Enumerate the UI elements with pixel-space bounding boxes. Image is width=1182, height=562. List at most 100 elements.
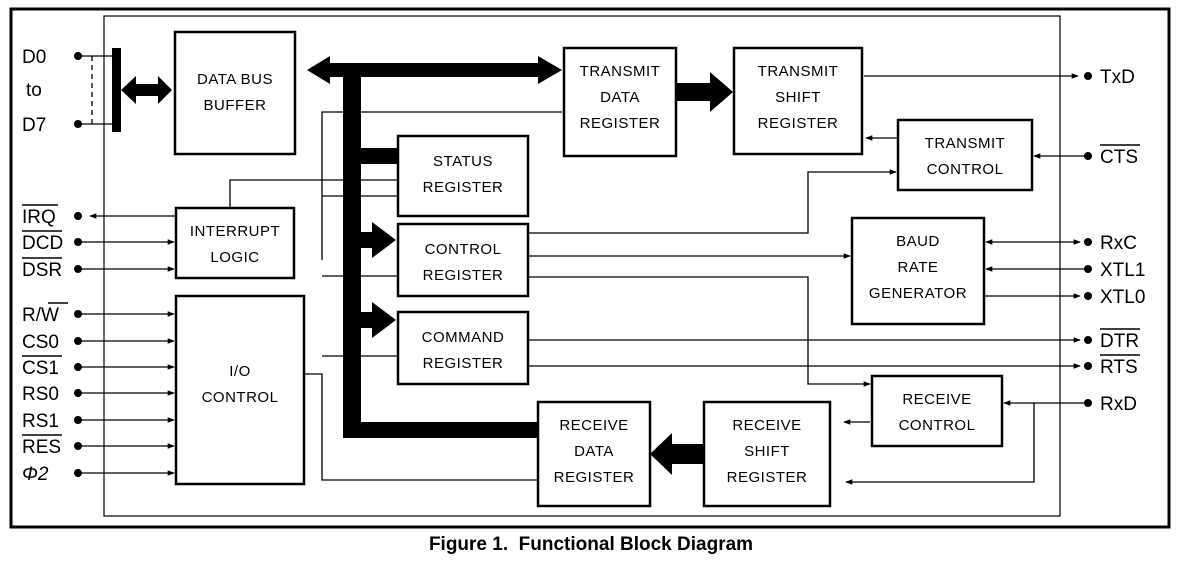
rs0-pin-dot	[74, 389, 82, 397]
tc-label-2: CONTROL	[927, 161, 1004, 178]
rs0-label: RS0	[22, 384, 59, 405]
receive-control-block: RECEIVE CONTROL	[870, 374, 1004, 448]
xtl0-label: XTL0	[1100, 287, 1145, 308]
transmit-shift-register-block: TRANSMIT SHIFT REGISTER	[732, 46, 864, 156]
status-line-1	[229, 179, 398, 212]
txd-label: TxD	[1100, 67, 1135, 88]
status-bus-stub	[361, 148, 398, 164]
receive-data-register-block: RECEIVE DATA REGISTER	[536, 400, 652, 508]
rts-label: RTS	[1100, 357, 1138, 378]
chip-boundary	[103, 15, 1061, 517]
main-bus-arrow	[307, 56, 562, 84]
data-bus-buffer-label-2: BUFFER	[204, 97, 267, 114]
rc-label-2: CONTROL	[899, 417, 976, 434]
command-register-label-2: REGISTER	[423, 355, 504, 372]
irq-label: IRQ	[22, 207, 56, 228]
dsr-label: DSR	[22, 260, 62, 281]
rxd-to-rsr-wire	[845, 403, 1035, 485]
tsr-label-3: REGISTER	[758, 115, 839, 132]
brg-label-1: BAUD	[896, 233, 940, 250]
rsr-label-1: RECEIVE	[732, 417, 801, 434]
right-pin-labels: TxD CTS RxC XTL1 XTL0 DTR RTS RxD	[1100, 67, 1145, 415]
rw-pin-dot	[74, 310, 82, 318]
d-bus-bar	[112, 48, 121, 132]
rxd-pin-dot	[1084, 399, 1092, 407]
io-to-bus-wire	[305, 373, 540, 481]
tdr-label-1: TRANSMIT	[580, 63, 661, 80]
command-register-block: COMMAND REGISTER	[396, 310, 530, 386]
tdr-label-3: REGISTER	[580, 115, 661, 132]
receive-bus	[343, 422, 537, 438]
status-register-label-1: STATUS	[433, 153, 493, 170]
xtl1-pin-dot	[1084, 265, 1092, 273]
rxc-label: RxC	[1100, 233, 1137, 254]
control-bus-arrow	[361, 222, 396, 258]
data-bus-buffer-label-1: DATA BUS	[197, 71, 273, 88]
internal-data-bus	[112, 48, 733, 475]
interrupt-logic-label-1: INTERRUPT	[190, 223, 280, 240]
dcd-pin-dot	[74, 238, 82, 246]
interrupt-logic-label-2: LOGIC	[210, 249, 259, 266]
brg-label-3: GENERATOR	[869, 285, 967, 302]
blocks: DATA BUS BUFFER TRANSMIT DATA REGISTER T…	[173, 30, 1034, 508]
rw-label: R/W	[22, 305, 59, 326]
dsr-pin-dot	[74, 265, 82, 273]
control-register-block: CONTROL REGISTER	[396, 222, 530, 298]
transmit-control-block: TRANSMIT CONTROL	[896, 118, 1034, 192]
receive-shift-register-block: RECEIVE SHIFT REGISTER	[702, 400, 832, 508]
tsr-label-1: TRANSMIT	[758, 63, 839, 80]
control-register-label-2: REGISTER	[423, 267, 504, 284]
rw-label-r: R/	[22, 305, 42, 326]
rw-label-w: W	[41, 305, 59, 326]
d0-pin-dot	[74, 52, 82, 60]
outer-frame	[9, 7, 1171, 529]
command-bus-arrow	[361, 302, 396, 338]
signal-wires	[78, 55, 1088, 485]
status-register-label-2: REGISTER	[423, 179, 504, 196]
cts-label: CTS	[1100, 147, 1138, 168]
status-register-block: STATUS REGISTER	[396, 134, 530, 218]
rsr-label-3: REGISTER	[727, 469, 808, 486]
left-pin-labels: D0 to D7 IRQ DCD DSR R/W CS0 CS1 RS0 RS1…	[22, 47, 68, 485]
tdr-label-2: DATA	[600, 89, 640, 106]
rsr-to-rdr-arrow	[650, 433, 703, 475]
phi2-pin-dot	[74, 469, 82, 477]
rts-pin-dot	[1084, 362, 1092, 370]
tsr-label-2: SHIFT	[775, 89, 821, 106]
cs0-pin-dot	[74, 337, 82, 345]
rs1-pin-dot	[74, 416, 82, 424]
vertical-bus	[343, 70, 361, 438]
phi2-label: Φ2	[22, 464, 49, 485]
tdr-to-tsr-arrow	[677, 72, 733, 112]
to-label: to	[26, 80, 42, 101]
cts-pin-dot	[1084, 152, 1092, 160]
io-control-label-2: CONTROL	[202, 389, 279, 406]
d7-label: D7	[22, 115, 46, 136]
cr-to-tc-wire	[528, 169, 897, 234]
rdr-label-3: REGISTER	[554, 469, 635, 486]
control-register-label-1: CONTROL	[425, 241, 502, 258]
cs1-label: CS1	[22, 358, 59, 379]
dcd-label: DCD	[22, 233, 63, 254]
d-bus-arrow	[121, 76, 172, 104]
cs0-label: CS0	[22, 332, 59, 353]
dbb-to-tdr-wire	[321, 111, 562, 260]
rxd-label: RxD	[1100, 394, 1137, 415]
txd-pin-dot	[1084, 72, 1092, 80]
res-pin-dot	[74, 442, 82, 450]
d7-pin-dot	[74, 120, 82, 128]
figure-caption: Figure 1. Functional Block Diagram	[429, 534, 753, 555]
rs1-label: RS1	[22, 411, 59, 432]
dtr-pin-dot	[1084, 336, 1092, 344]
rsr-label-2: SHIFT	[744, 443, 790, 460]
d0-label: D0	[22, 47, 46, 68]
interrupt-logic-block: INTERRUPT LOGIC	[174, 206, 296, 280]
rxc-pin-dot	[1084, 238, 1092, 246]
cs1-pin-dot	[74, 363, 82, 371]
tc-label-1: TRANSMIT	[925, 135, 1006, 152]
pin-dots	[74, 52, 1092, 477]
rdr-label-2: DATA	[574, 443, 614, 460]
brg-label-2: RATE	[898, 259, 939, 276]
res-label: RES	[22, 437, 61, 458]
